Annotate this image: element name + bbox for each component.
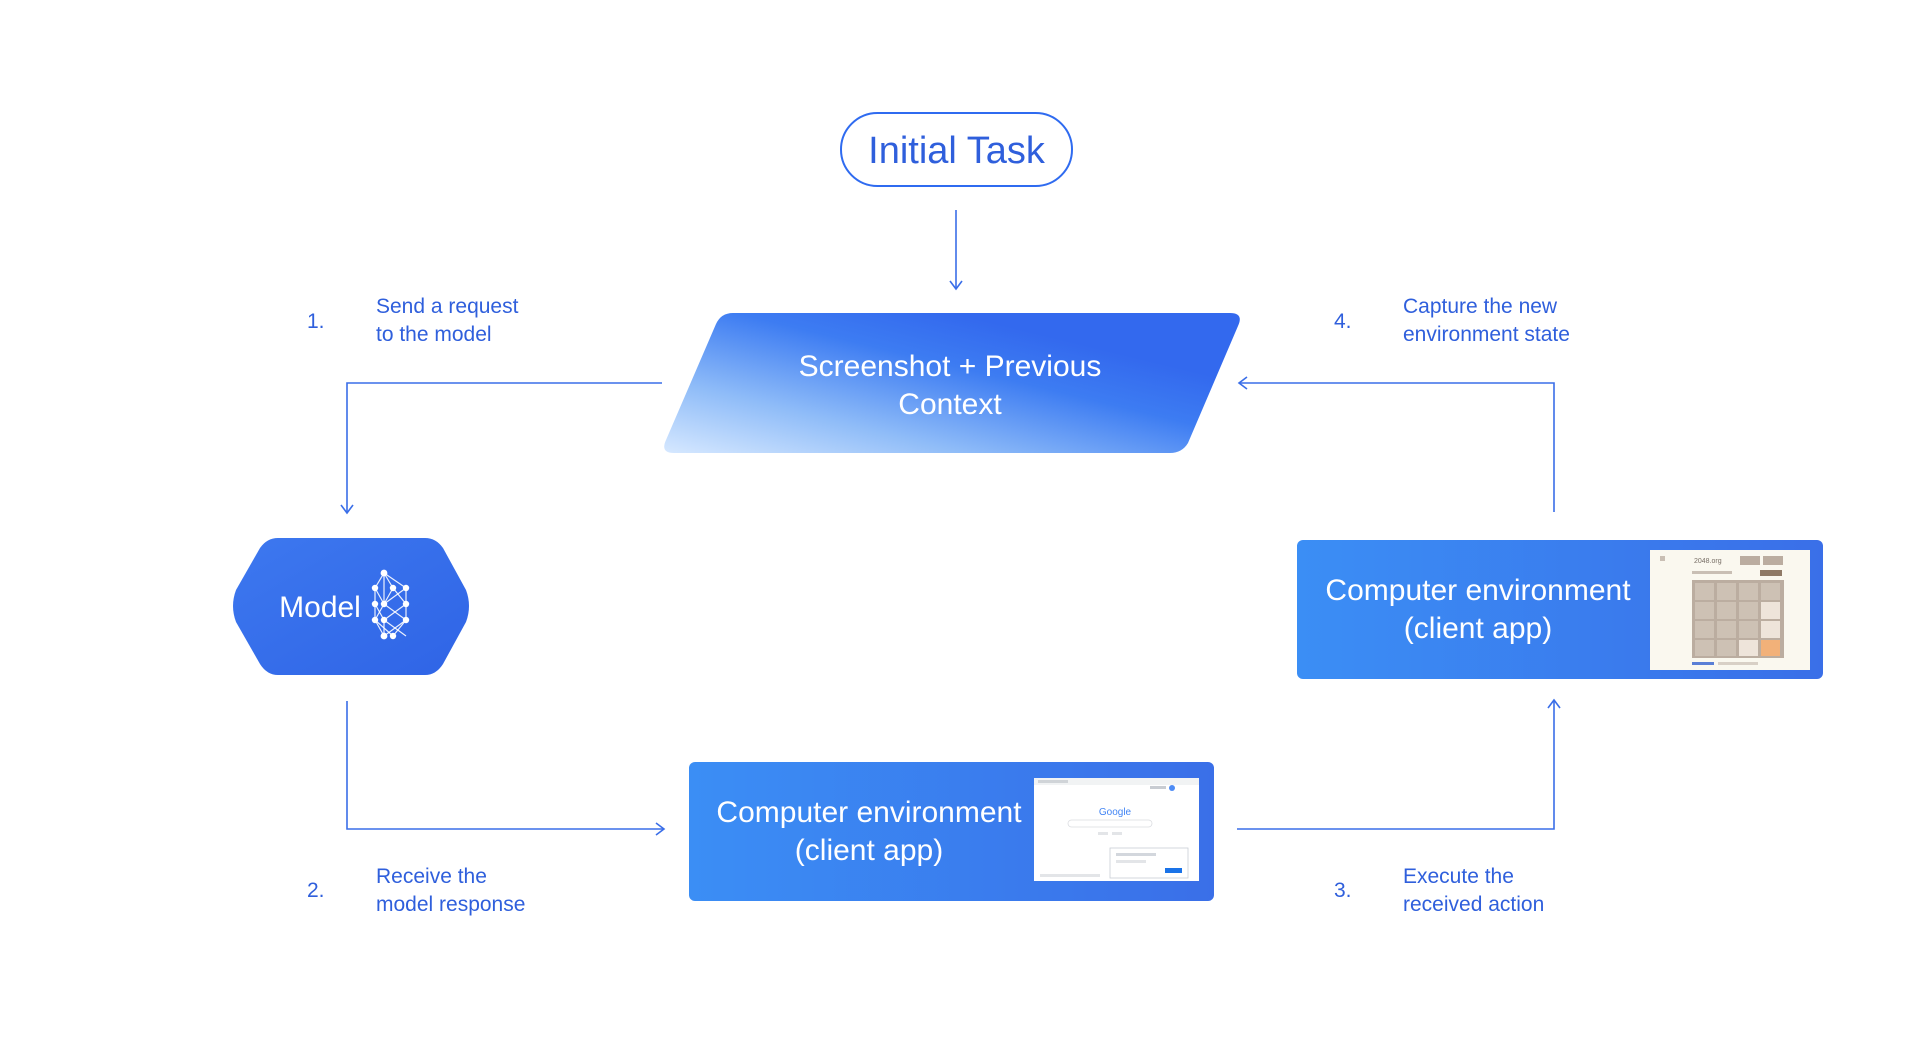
step-4: 4. Capture the new environment state: [1334, 295, 1570, 346]
context-parallelogram: [664, 313, 1240, 453]
env-bottom-label-line2: (client app): [795, 834, 943, 867]
step-2: 2. Receive the model response: [307, 865, 525, 916]
env-node-top: Computer environment (client app) 2048.o…: [1297, 540, 1823, 679]
initial-task-label: Initial Task: [868, 130, 1046, 172]
arrow-env-to-context: [1237, 376, 1555, 512]
context-node: Screenshot + Previous Context: [664, 313, 1240, 453]
context-label-line1: Screenshot + Previous: [799, 350, 1102, 383]
arrow-initial-to-context: [949, 210, 963, 291]
thumb-site-label: 2048.org: [1694, 558, 1722, 565]
step-1-line1: Send a request: [376, 295, 519, 318]
initial-task-pill: [840, 112, 1073, 187]
step-3-number: 3.: [1334, 879, 1352, 902]
step-2-number: 2.: [307, 879, 325, 902]
neural-network-icon: [371, 569, 410, 640]
initial-task-node: Initial Task: [840, 112, 1073, 187]
step-3-line1: Execute the: [1403, 865, 1514, 888]
step-1: 1. Send a request to the model: [307, 295, 519, 346]
step-1-line2: to the model: [376, 323, 492, 346]
step-2-line1: Receive the: [376, 865, 487, 888]
step-4-number: 4.: [1334, 310, 1352, 333]
model-node: Model: [233, 538, 469, 675]
model-label: Model: [279, 591, 361, 624]
game-2048-grid: [1695, 583, 1780, 656]
env-top-label-line2: (client app): [1404, 612, 1552, 645]
game-2048-thumbnail: 2048.org: [1650, 550, 1810, 670]
step-3-line2: received action: [1403, 893, 1544, 916]
arrow-context-to-model: [340, 382, 662, 515]
step-4-line2: environment state: [1403, 323, 1570, 346]
env-bottom-label-line1: Computer environment: [716, 796, 1022, 829]
arrow-model-to-env: [346, 701, 666, 836]
arrow-env-to-env: [1237, 698, 1561, 830]
google-search-thumbnail: Google: [1034, 778, 1199, 881]
step-4-line1: Capture the new: [1403, 295, 1558, 318]
env-top-label-line1: Computer environment: [1325, 574, 1631, 607]
step-2-line2: model response: [376, 893, 525, 916]
step-1-number: 1.: [307, 310, 325, 333]
thumb-google-logo: Google: [1099, 807, 1132, 818]
model-hexagon: [233, 538, 469, 675]
context-label-line2: Context: [898, 388, 1002, 421]
env-node-bottom: Computer environment (client app) Google: [689, 762, 1214, 901]
step-3: 3. Execute the received action: [1334, 865, 1544, 916]
